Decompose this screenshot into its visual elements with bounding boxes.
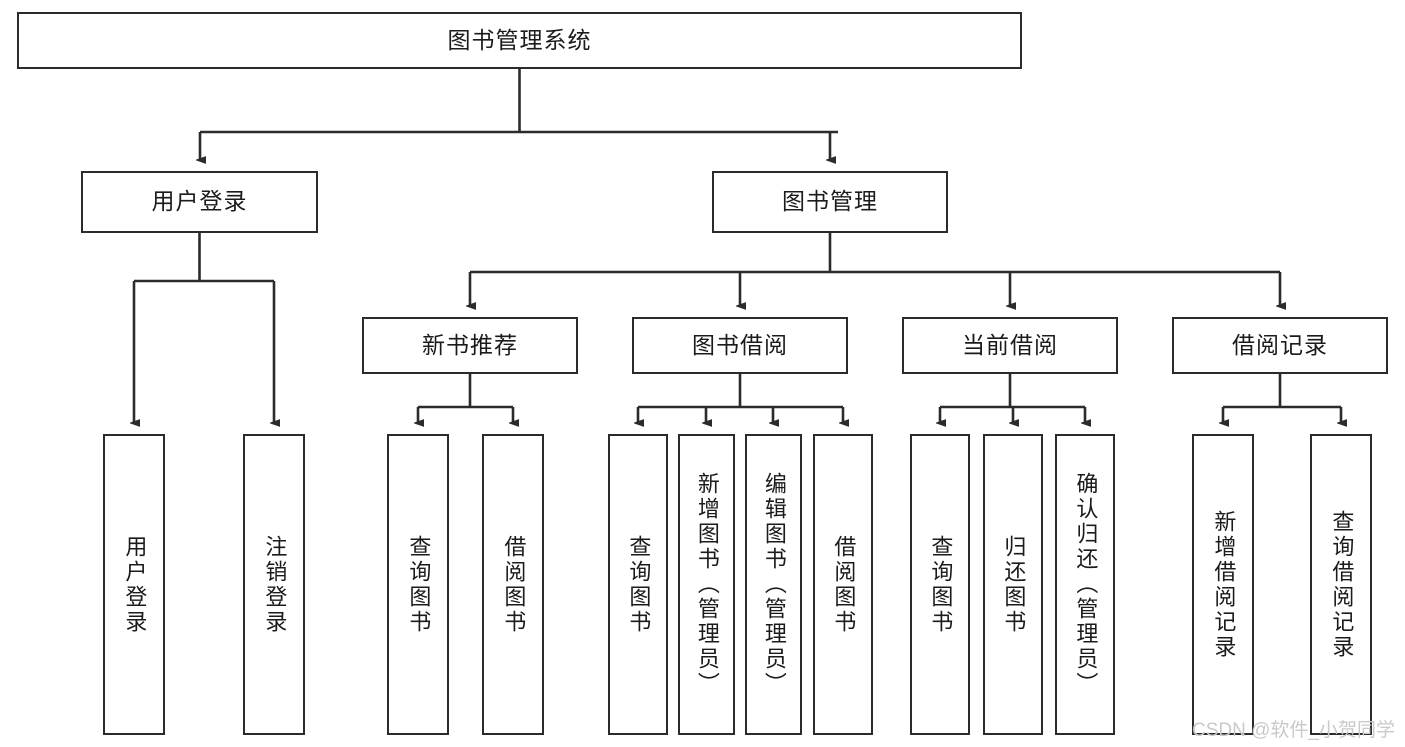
node-current-borrow-label: 当前借阅 bbox=[962, 331, 1058, 358]
node-leaf-user-logout[interactable]: 注销登录 bbox=[243, 434, 305, 735]
node-borrow-record-label: 借阅记录 bbox=[1232, 331, 1328, 358]
node-leaf-add-book[interactable]: 新增图书（管理员） bbox=[678, 434, 735, 735]
node-leaf-query-book-1[interactable]: 查询图书 bbox=[387, 434, 449, 735]
node-leaf-query-book-2-label: 查询图书 bbox=[626, 534, 652, 635]
node-leaf-query-book-3[interactable]: 查询图书 bbox=[910, 434, 970, 735]
node-leaf-confirm-return-label: 确认归还（管理员） bbox=[1073, 472, 1099, 697]
node-leaf-return-book-label: 归还图书 bbox=[1001, 534, 1027, 635]
node-leaf-borrow-book-1-label: 借阅图书 bbox=[501, 534, 527, 635]
node-root-label: 图书管理系统 bbox=[447, 26, 592, 53]
node-leaf-return-book[interactable]: 归还图书 bbox=[983, 434, 1043, 735]
node-book-borrow-label: 图书借阅 bbox=[692, 331, 788, 358]
node-borrow-record[interactable]: 借阅记录 bbox=[1172, 317, 1388, 374]
node-book-borrow[interactable]: 图书借阅 bbox=[632, 317, 848, 374]
node-leaf-user-login-label: 用户登录 bbox=[122, 534, 148, 635]
node-leaf-borrow-book-2[interactable]: 借阅图书 bbox=[813, 434, 873, 735]
node-root[interactable]: 图书管理系统 bbox=[17, 12, 1022, 69]
node-leaf-user-login[interactable]: 用户登录 bbox=[103, 434, 165, 735]
node-leaf-edit-book-label: 编辑图书（管理员） bbox=[761, 472, 787, 697]
node-user-login[interactable]: 用户登录 bbox=[81, 171, 318, 233]
node-leaf-query-record[interactable]: 查询借阅记录 bbox=[1310, 434, 1372, 735]
node-book-manage-label: 图书管理 bbox=[782, 188, 878, 215]
node-leaf-borrow-book-2-label: 借阅图书 bbox=[831, 534, 857, 635]
node-user-login-label: 用户登录 bbox=[151, 188, 248, 215]
node-leaf-add-record[interactable]: 新增借阅记录 bbox=[1192, 434, 1254, 735]
node-current-borrow[interactable]: 当前借阅 bbox=[902, 317, 1118, 374]
node-leaf-query-book-3-label: 查询图书 bbox=[928, 534, 954, 635]
node-book-manage[interactable]: 图书管理 bbox=[712, 171, 948, 233]
node-new-book-recommend[interactable]: 新书推荐 bbox=[362, 317, 578, 374]
node-leaf-query-book-2[interactable]: 查询图书 bbox=[608, 434, 668, 735]
node-leaf-user-logout-label: 注销登录 bbox=[262, 534, 288, 635]
node-leaf-add-book-label: 新增图书（管理员） bbox=[694, 472, 720, 697]
node-leaf-add-record-label: 新增借阅记录 bbox=[1211, 509, 1237, 660]
node-leaf-edit-book[interactable]: 编辑图书（管理员） bbox=[745, 434, 802, 735]
node-leaf-query-book-1-label: 查询图书 bbox=[406, 534, 432, 635]
node-leaf-query-record-label: 查询借阅记录 bbox=[1329, 509, 1355, 660]
node-new-book-recommend-label: 新书推荐 bbox=[422, 331, 518, 358]
csdn-watermark: CSDN @软件_小贺同学 bbox=[1192, 720, 1395, 741]
node-leaf-confirm-return[interactable]: 确认归还（管理员） bbox=[1055, 434, 1115, 735]
node-leaf-borrow-book-1[interactable]: 借阅图书 bbox=[482, 434, 544, 735]
